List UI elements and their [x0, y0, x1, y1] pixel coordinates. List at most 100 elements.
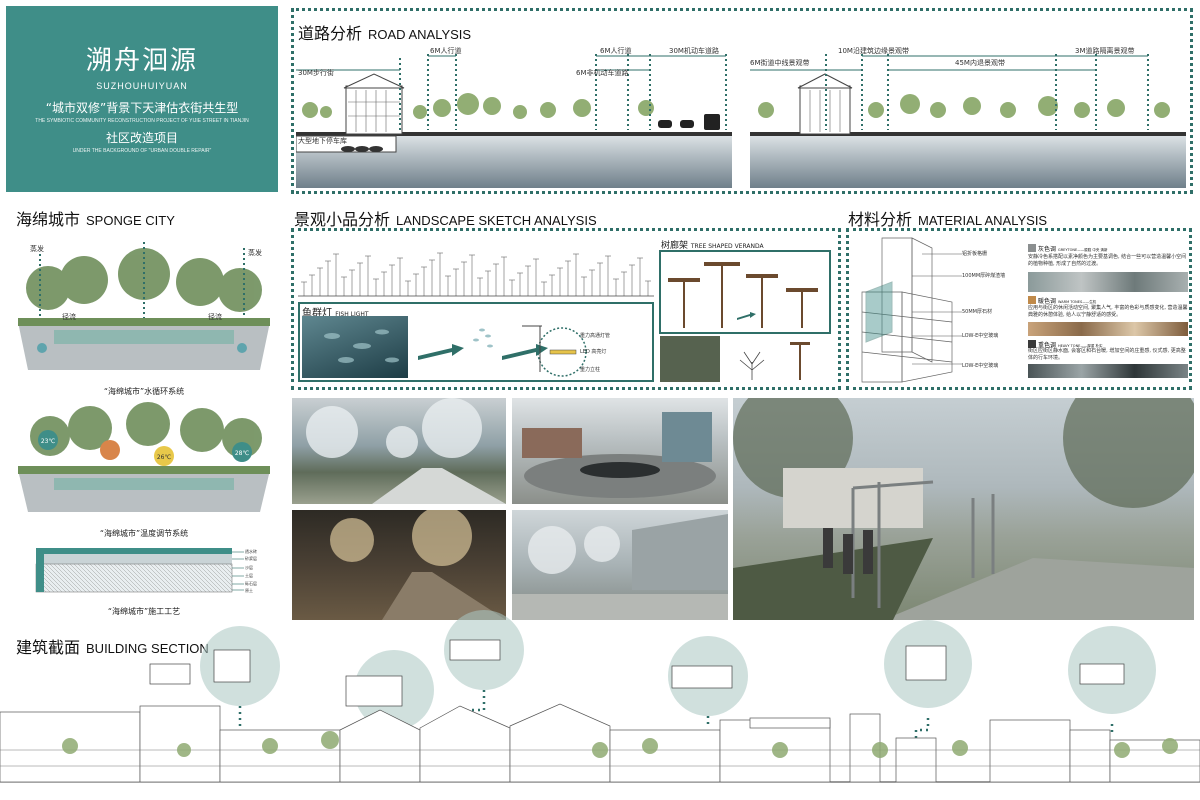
sponge-construction-diagram	[35, 548, 244, 593]
temp-badge-1: 23℃	[41, 438, 56, 445]
veranda-title-cn: 树廊架	[661, 241, 689, 251]
tree-veranda-title: 树廊架 TREE SHAPED VERANDA	[661, 238, 764, 251]
material-title-en: MATERIAL ANALYSIS	[918, 213, 1048, 228]
sponge-runoff-label-2: 径流	[208, 313, 222, 321]
fish-title-cn: 鱼群灯	[302, 308, 332, 319]
mat-label-3: 50MM厚石材	[962, 309, 992, 315]
road-title-en: ROAD ANALYSIS	[368, 27, 472, 42]
fish-light-process-diagram	[418, 325, 587, 377]
project-subtitle-1: “城市双修”背景下天津估衣街共生型	[45, 101, 239, 115]
road-label-6: 大型地下停车库	[298, 137, 347, 145]
road-section-drawing	[296, 54, 1186, 188]
fish-title-en: FISH LIGHT	[335, 311, 369, 318]
layer-2: 砂浆层	[245, 556, 257, 561]
project-subtitle-2: 社区改造项目	[105, 131, 178, 145]
sponge-caption-1: “海绵城市”水循环系统	[103, 387, 185, 396]
fish-label-3: 重力立柱	[580, 367, 601, 373]
layer-6: 原土	[245, 588, 253, 593]
road-label-3: 30M机动车道路	[669, 47, 719, 55]
landscape-title-cn: 景观小品分析	[294, 210, 391, 229]
road-title-cn: 道路分析	[298, 24, 363, 43]
mat-text-1: 安静冷色系搭配以素净颜色为主要基调色, 结合一些可以营造温馨小空间的植物种植, …	[1028, 254, 1187, 267]
layer-1: 透水砖	[245, 549, 257, 554]
layer-5: 砾石层	[245, 581, 257, 586]
sponge-evap-label-1: 蒸发	[30, 245, 44, 253]
mat-head-1-cn: 灰色调	[1038, 246, 1057, 253]
material-title-cn: 材料分析	[848, 210, 913, 229]
sponge-water-cycle-diagram	[18, 242, 270, 370]
title-card: 溯舟洄源 SUZHOUHUIYUAN “城市双修”背景下天津估衣街共生型 THE…	[6, 6, 278, 192]
fish-photo	[302, 316, 408, 378]
render-photo-1	[292, 398, 506, 504]
layer-4: 土层	[245, 573, 253, 578]
sponge-title-cn: 海绵城市	[16, 210, 81, 229]
project-title: 溯舟洄源	[85, 46, 198, 76]
sponge-temperature-diagram: 23℃ 28℃ 26℃	[18, 402, 270, 512]
landscape-title-en: LANDSCAPE SKETCH ANALYSIS	[396, 213, 597, 228]
mat-head-3-cn: 重色调	[1038, 342, 1057, 349]
swatch-warm	[1028, 296, 1036, 304]
landscape-panel	[291, 228, 841, 390]
building-title-cn: 建筑截面	[16, 638, 81, 657]
fish-light-title: 鱼群灯 FISH LIGHT	[302, 304, 369, 319]
right-road-ground	[750, 134, 1186, 188]
mat-head-2-en: WARM TONES——生机	[1058, 300, 1097, 304]
material-photo-grey	[1028, 272, 1188, 292]
mat-head-3-en: HEAVY TONE——厚重 朴实	[1058, 344, 1103, 348]
material-axonometric-drawing	[861, 237, 962, 383]
mat-text-2: 应用与街区的休闲活动空间, 聚集人气, 丰富的色彩与质感变化, 营造温馨典雅的休…	[1028, 305, 1188, 318]
project-subtitle-1-en: THE SYMBIOTIC COMMUNITY RECONSTRUCTION P…	[35, 118, 249, 124]
sponge-evap-label-2: 蒸发	[248, 249, 262, 257]
road-label-8: 3M道路隔离景观带	[1075, 47, 1135, 55]
sponge-city-title: 海绵城市 SPONGE CITY	[16, 206, 175, 230]
fish-light-array-drawing	[298, 252, 654, 297]
road-label-9: 6M街道中线景观带	[750, 59, 810, 67]
building-section-title: 建筑截面 BUILDING SECTION	[16, 634, 209, 658]
veranda-title-en: TREE SHAPED VERANDA	[690, 243, 764, 250]
sponge-caption-2: “海绵城市”温度调节系统	[99, 529, 189, 538]
mat-label-4: LOW-E中空玻璃	[962, 333, 999, 339]
material-photo-heavy	[1028, 364, 1188, 378]
project-subtitle-2-en: UNDER THE BACKGROUND OF "URBAN DOUBLE RE…	[72, 148, 212, 154]
mat-text-3: 街区应街区静水面, 会客区和石台暖, 增加空间的庄重感, 仪式感, 更高整体的行…	[1028, 348, 1186, 361]
material-panel	[846, 228, 1192, 390]
road-analysis-title: 道路分析 ROAD ANALYSIS	[298, 20, 471, 44]
road-label-1: 6M人行道	[430, 47, 462, 55]
project-pinyin: SUZHOUHUIYUAN	[96, 81, 188, 91]
road-label-2: 6M人行道	[600, 47, 632, 55]
render-photo-4	[512, 510, 728, 620]
sponge-caption-3: “海绵城市”施工工艺	[107, 607, 181, 616]
sponge-title-en: SPONGE CITY	[86, 213, 175, 228]
road-label-10: 45M内退景观带	[955, 59, 1005, 67]
road-label-5: 6M非机动车道路	[576, 69, 629, 77]
swatch-grey	[1028, 244, 1036, 252]
mat-label-5: LOW-E中空玻璃	[962, 363, 999, 369]
temp-badge-2: 28℃	[235, 450, 250, 457]
sponge-runoff-label-1: 径流	[62, 313, 76, 321]
temp-badge-3: 26℃	[157, 454, 172, 461]
material-photo-warm	[1028, 322, 1188, 336]
swatch-heavy	[1028, 340, 1036, 348]
road-label-7: 10M沿建筑边缘景观带	[838, 47, 909, 55]
tree-veranda-drawing	[660, 262, 818, 382]
layer-3: 沙层	[245, 565, 253, 570]
left-building	[345, 85, 403, 135]
render-photo-3	[292, 510, 506, 620]
fish-label-2: LED 高亮灯	[580, 349, 607, 355]
material-title: 材料分析 MATERIAL ANALYSIS	[848, 206, 1047, 230]
mat-head-2-cn: 暖色调	[1038, 298, 1057, 305]
fish-label-1: 重力高通灯管	[580, 333, 611, 339]
road-analysis-panel	[291, 8, 1193, 194]
landscape-title: 景观小品分析 LANDSCAPE SKETCH ANALYSIS	[294, 206, 597, 230]
building-title-en: BUILDING SECTION	[86, 641, 209, 656]
building-section-drawing	[0, 610, 1200, 783]
road-label-4: 30M步行街	[298, 69, 334, 77]
mat-label-1: 铝折板格栅	[962, 251, 988, 257]
mat-label-2: 100MM厚碎煤渣墙	[962, 273, 1006, 279]
mat-head-1-en: GREYTONE——朦胧 中央 清新	[1058, 248, 1108, 252]
render-photo-2	[512, 398, 728, 504]
render-photo-main	[733, 398, 1194, 620]
